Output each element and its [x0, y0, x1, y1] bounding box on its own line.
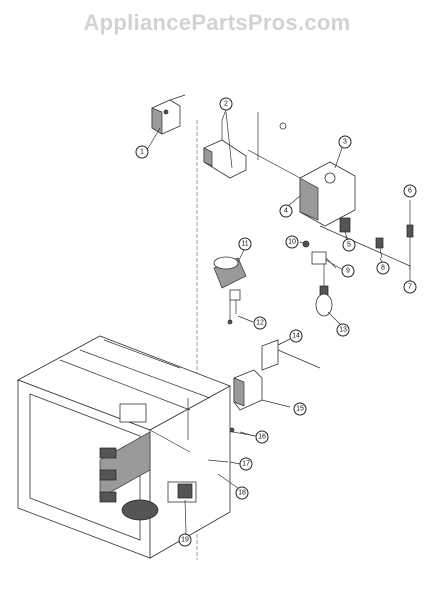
svg-text:2: 2 [224, 101, 228, 108]
part-8-thermal-cutout [375, 237, 384, 259]
callout-18: 18 [235, 486, 249, 500]
svg-text:15: 15 [296, 406, 304, 413]
callout-15: 15 [293, 402, 307, 416]
callout-17: 17 [239, 457, 253, 471]
part-11-capacitor [213, 256, 247, 301]
svg-text:5: 5 [347, 242, 351, 249]
callout-9: 9 [341, 264, 355, 278]
callout-5: 5 [342, 238, 356, 252]
callout-11: 11 [238, 237, 252, 251]
svg-text:9: 9 [346, 268, 350, 275]
svg-text:8: 8 [381, 265, 385, 272]
svg-text:1: 1 [140, 149, 144, 156]
svg-text:12: 12 [256, 320, 264, 327]
part-3-housing [247, 112, 356, 227]
part-6-fuse [406, 200, 414, 270]
callout-12: 12 [253, 316, 267, 330]
svg-text:7: 7 [408, 284, 412, 291]
part-15-mount-bracket [233, 369, 263, 411]
callout-14: 14 [289, 329, 303, 343]
svg-text:10: 10 [288, 239, 296, 246]
callout-2: 2 [219, 97, 233, 111]
callout-3: 3 [338, 135, 352, 149]
part-5-switch [339, 217, 351, 239]
svg-text:18: 18 [238, 490, 246, 497]
svg-text:3: 3 [343, 139, 347, 146]
part-9-lamp-socket [311, 251, 337, 269]
svg-text:19: 19 [181, 537, 189, 544]
part-1-bracket [151, 94, 186, 135]
svg-text:4: 4 [284, 208, 288, 215]
callout-16: 16 [255, 430, 269, 444]
svg-text:13: 13 [339, 327, 347, 334]
svg-text:16: 16 [258, 434, 266, 441]
svg-text:11: 11 [241, 241, 248, 248]
part-2-bracket [203, 120, 247, 179]
microwave-cabinet [17, 335, 231, 559]
callout-19: 19 [178, 533, 192, 547]
callout-4: 4 [279, 204, 293, 218]
svg-text:6: 6 [408, 188, 412, 195]
callout-8: 8 [376, 261, 390, 275]
site-watermark: AppliancePartsPros.com [83, 10, 351, 35]
part-14-bracket [261, 339, 321, 371]
svg-text:17: 17 [242, 461, 250, 468]
callout-10: 10 [285, 235, 299, 249]
callout-1: 1 [135, 145, 149, 159]
callout-6: 6 [403, 184, 417, 198]
svg-text:14: 14 [292, 333, 300, 340]
part-13-lamp-bulb [315, 285, 333, 317]
callout-13: 13 [336, 323, 350, 337]
callout-7: 7 [403, 280, 417, 294]
